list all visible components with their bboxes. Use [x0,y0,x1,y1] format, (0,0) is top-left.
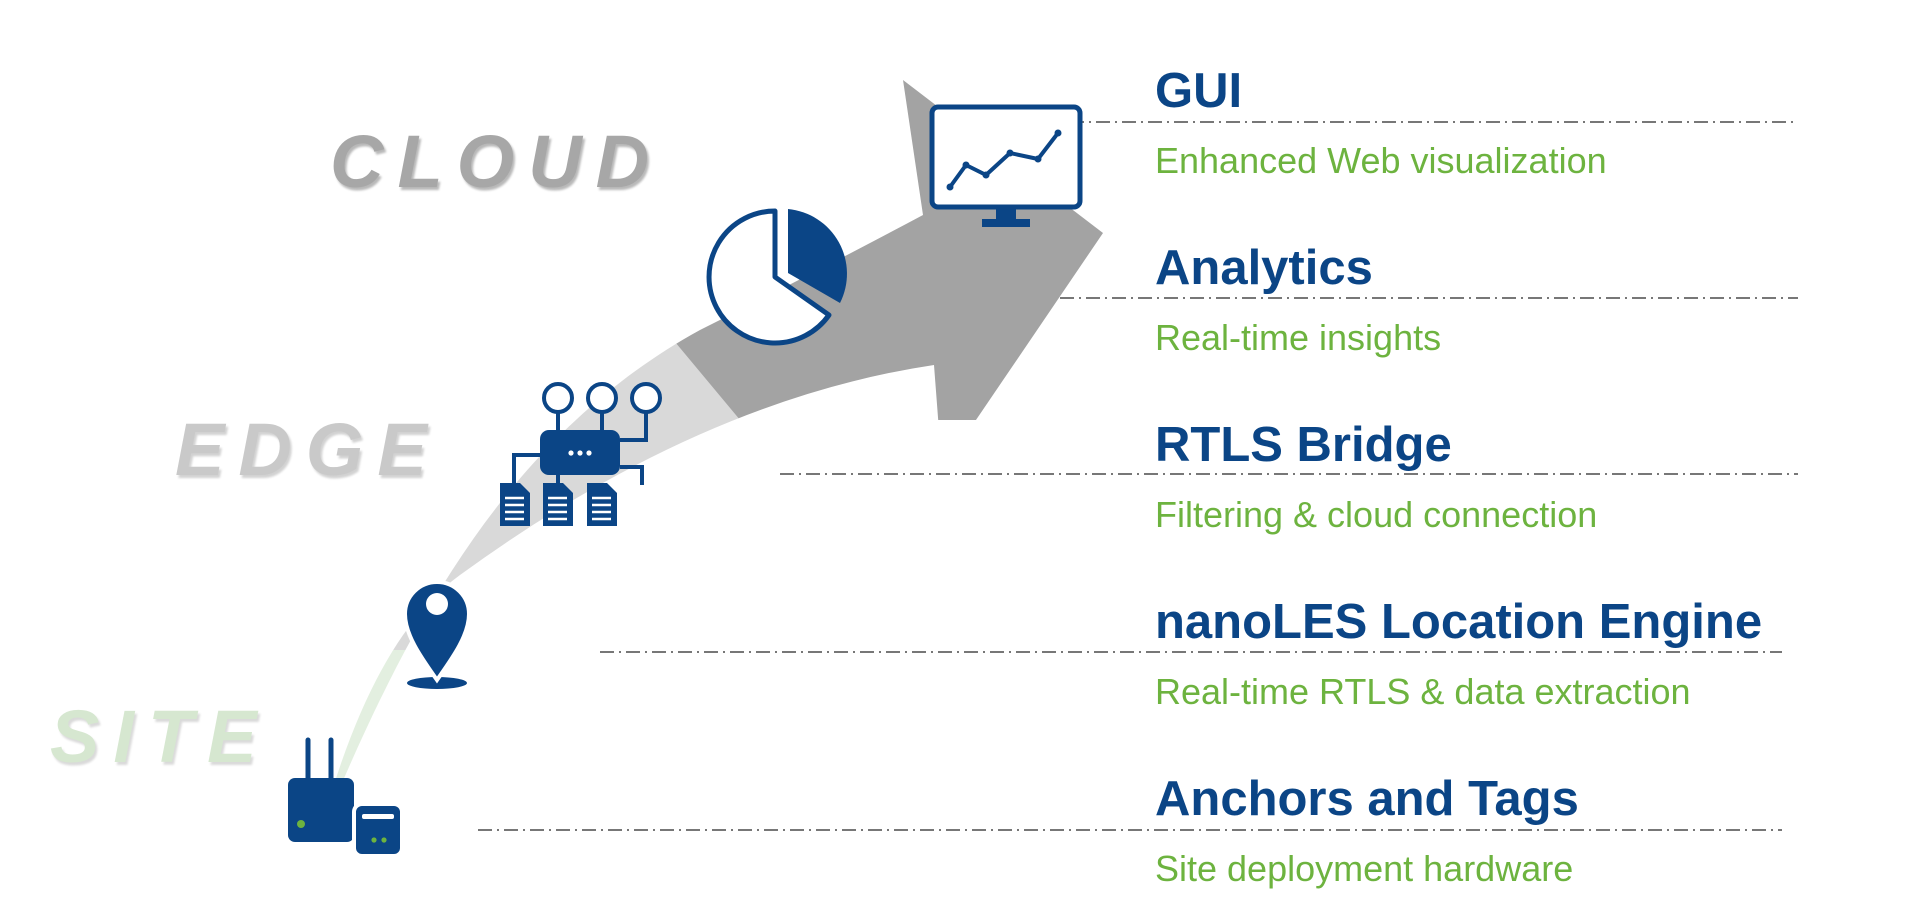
gateway-hub-icon [500,382,662,526]
layer-label-site: SITE [50,695,271,778]
monitor-neck [996,207,1016,221]
tier-title-gui: GUI [1155,64,1243,118]
anchor-tag-device-icon [288,737,404,858]
pie-main-slice [706,208,832,346]
layer-label-edge: EDGE [175,408,441,491]
monitor-base [982,219,1030,227]
tier-subtitle-anchors-tags: Site deployment hardware [1155,848,1574,889]
tier-title-rtls-bridge: RTLS Bridge [1155,418,1452,472]
tier-subtitle-gui: Enhanced Web visualization [1155,140,1607,181]
divider-lines [478,121,1798,831]
tag-stripe [362,814,394,819]
gateway-node-circles [542,382,662,414]
tag-body [352,802,404,858]
gateway-document-lines [505,496,611,521]
monitor-chart-points [946,129,1062,191]
monitor-chart-line [948,131,1060,189]
tier-subtitle-analytics: Real-time insights [1155,317,1442,358]
gateway-links [512,412,648,485]
pie-cut-slice [788,209,847,303]
anchor-led [297,820,305,828]
layer-label-cloud: CLOUD [330,120,664,203]
tier-subtitle-location-engine: Real-time RTLS & data extraction [1155,671,1691,712]
pie-chart-icon [706,208,847,346]
tier-title-location-engine: nanoLES Location Engine [1155,595,1763,649]
tier-title-analytics: Analytics [1155,241,1373,295]
location-pin-icon [402,580,472,689]
pin-body [402,580,472,684]
pin-hole [426,593,448,615]
tag-led-right [381,837,387,843]
gateway-status-dots [568,450,592,456]
anchor-body [288,778,354,842]
tag-led-left [371,837,377,843]
anchor-antennas [305,737,334,783]
monitor-chart-icon [929,104,1083,227]
tier-title-anchors-tags: Anchors and Tags [1155,772,1579,826]
tier-subtitle-rtls-bridge: Filtering & cloud connection [1155,494,1598,535]
